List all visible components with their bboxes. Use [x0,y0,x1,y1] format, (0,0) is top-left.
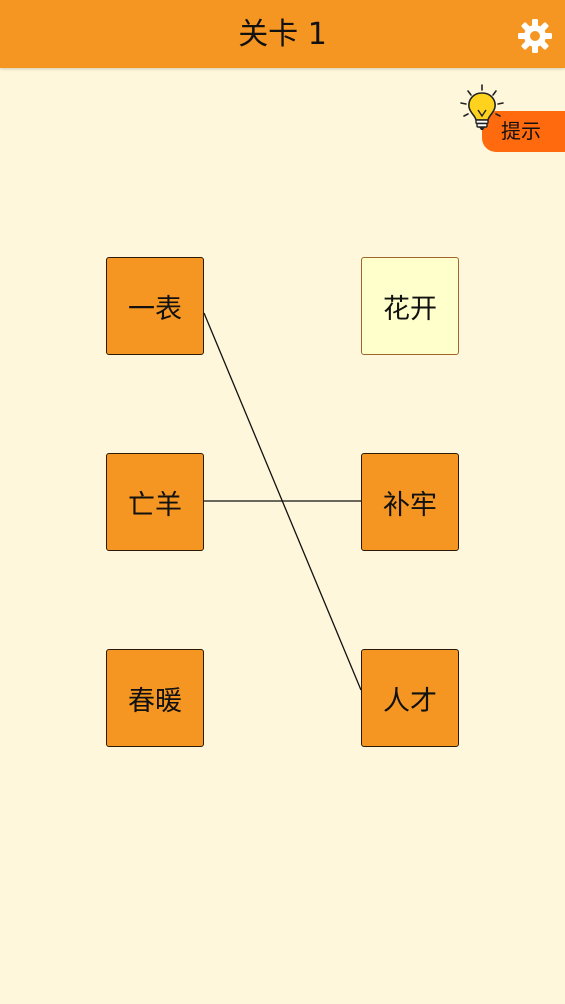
connection-line-yibiao-rencai [203,312,362,691]
left-tile-yibiao[interactable]: 一表 [106,257,204,355]
lightbulb-icon[interactable] [456,83,508,135]
right-tile-huakai[interactable]: 花开 [361,257,459,355]
top-bar: 关卡 1 [0,0,565,68]
left-tile-chunnuan[interactable]: 春暖 [106,649,204,747]
hint-label[interactable]: 提示 [501,119,541,143]
hint-button[interactable] [482,111,565,152]
level-title: 关卡 1 [238,17,327,52]
right-tile-bulao[interactable]: 补牢 [361,453,459,551]
right-tile-rencai[interactable]: 人才 [361,649,459,747]
left-tile-wangyang[interactable]: 亡羊 [106,453,204,551]
gear-icon[interactable] [516,17,554,55]
